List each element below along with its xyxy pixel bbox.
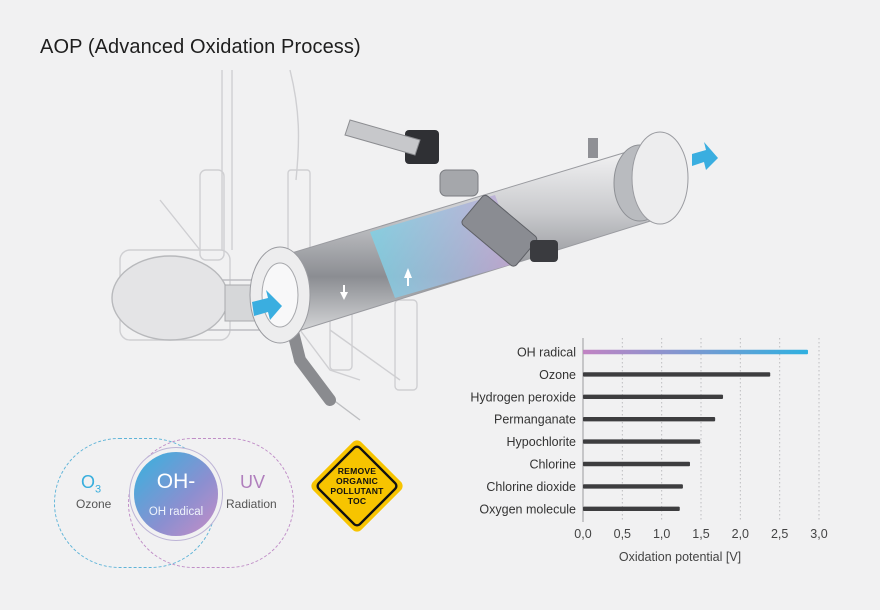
bar-oh-radical	[583, 349, 808, 355]
flow-arrows	[252, 142, 718, 320]
oh-radical-label: OH radical	[148, 506, 204, 518]
category-label: Ozone	[539, 368, 576, 382]
uv-symbol: UV	[240, 472, 266, 492]
x-tick-label: 2,0	[732, 527, 749, 541]
warning-diamond-icon	[311, 440, 403, 532]
pipework-sketch	[119, 69, 418, 421]
category-label: Hypochlorite	[507, 435, 577, 449]
x-tick-label: 1,5	[692, 527, 709, 541]
ozone-symbol: O3	[81, 472, 102, 496]
page-title: AOP (Advanced Oxidation Process)	[40, 36, 361, 58]
bar-hydrogen-peroxide	[583, 394, 724, 399]
uv-circle	[128, 438, 294, 568]
x-tick-label: 0,5	[614, 527, 631, 541]
bar-hypochlorite	[583, 439, 701, 444]
bar-chlorine	[583, 461, 690, 467]
category-label: Permanganate	[494, 413, 576, 427]
bar-oxygen-molecule	[583, 506, 680, 511]
down-flow-arrow-icon	[340, 285, 348, 300]
oh-radical-circle: OH- OH radical	[134, 452, 218, 536]
x-tick-label: 2,5	[771, 527, 788, 541]
x-tick-label: 0,0	[574, 527, 591, 541]
category-label: Hydrogen peroxide	[470, 390, 576, 404]
category-label: Oxygen molecule	[479, 502, 576, 516]
x-axis-label: Oxidation potential [V]	[619, 550, 741, 564]
warning-sign: REMOVE ORGANIC POLLUTANT TOC	[309, 438, 405, 534]
oh-radical-symbol: OH-	[156, 470, 196, 493]
sign-line-1: REMOVE	[337, 466, 377, 476]
sign-line-2: ORGANIC	[336, 476, 378, 486]
category-label: Chlorine dioxide	[486, 480, 576, 494]
aop-venn-diagram: O3 Ozone OH- OH radical UV Radiation	[54, 438, 294, 568]
warning-sign-text: REMOVE ORGANIC POLLUTANT TOC	[309, 466, 405, 506]
up-flow-arrow-icon	[404, 268, 412, 286]
bar-chlorine-dioxide	[583, 484, 683, 489]
sign-line-3: POLLUTANT	[330, 486, 384, 496]
sign-line-4: TOC	[347, 496, 367, 506]
radiation-label: Radiation	[226, 497, 277, 511]
x-tick-label: 3,0	[810, 527, 827, 541]
bar-ozone	[583, 372, 771, 377]
ozone-label: Ozone	[76, 497, 112, 511]
outlet-flow-arrow-icon	[692, 142, 718, 170]
bar-permanganate	[583, 417, 716, 422]
category-label: OH radical	[517, 346, 576, 360]
x-tick-label: 1,0	[653, 527, 670, 541]
inlet-flow-arrow-icon	[252, 290, 282, 320]
category-label: Chlorine	[529, 458, 576, 472]
